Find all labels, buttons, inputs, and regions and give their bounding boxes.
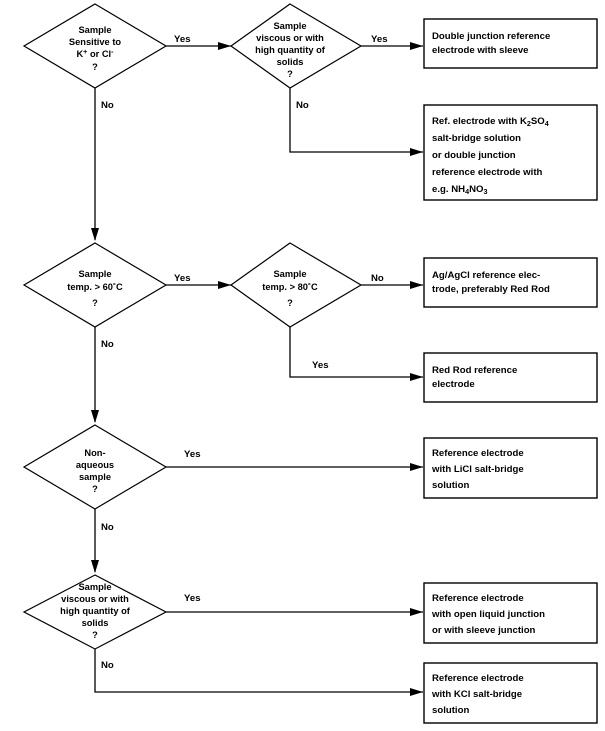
result-r7-line-1: Reference electrode <box>432 673 524 684</box>
result-r4-line-1: Red Rod reference <box>432 365 517 376</box>
decision-d1-line-4: ? <box>92 62 98 72</box>
decision-d5-line-1: Non- <box>84 448 105 458</box>
result-r7-line-3: solution <box>432 705 469 716</box>
decision-d4-line-1: Sample <box>273 269 306 279</box>
edge-label-d3-no: No <box>101 339 114 350</box>
decision-node-d6[interactable]: Sample viscous or with high quantity of … <box>22 574 168 650</box>
decision-d2-line-1: Sample <box>273 21 306 31</box>
decision-d2-line-2: viscous or with <box>256 33 324 43</box>
decision-d2-line-5: ? <box>287 69 293 79</box>
edge-d4-yes: Yes <box>289 327 423 381</box>
edge-label-d1-yes: Yes <box>174 34 191 45</box>
edge-d4-no: No <box>361 273 423 289</box>
decision-node-d1[interactable]: Sample Sensitive to K+ or Cl- ? <box>22 3 168 89</box>
result-r5-line-3: solution <box>432 480 469 491</box>
result-r6-line-1: Reference electrode <box>432 593 524 604</box>
edge-label-d1-no: No <box>101 100 114 111</box>
edge-label-d5-yes: Yes <box>184 449 201 460</box>
result-r3-line-2: trode, preferably Red Rod <box>432 284 550 295</box>
decision-d2-line-4: solids <box>277 57 304 67</box>
result-r2-line-5: e.g. NH4NO3 <box>432 184 487 196</box>
result-box-r6[interactable]: Reference electrode with open liquid jun… <box>423 582 598 644</box>
result-r1-line-2: electrode with sleeve <box>432 45 529 56</box>
result-r3-line-1: Ag/AgCl reference elec- <box>432 270 540 281</box>
edge-label-d3-yes: Yes <box>174 273 191 284</box>
result-r6-line-2: with open liquid junction <box>431 609 545 620</box>
result-r5-line-2: with LiCl salt-bridge <box>431 464 524 475</box>
decision-d1-line-1: Sample <box>78 25 111 35</box>
edge-d3-yes: Yes <box>166 273 231 289</box>
edge-label-d6-yes: Yes <box>184 593 201 604</box>
edge-d1-no: No <box>91 88 114 241</box>
result-r5-line-1: Reference electrode <box>432 448 524 459</box>
decision-d6-line-3: high quantity of <box>60 606 131 616</box>
result-r4-line-2: electrode <box>432 379 475 390</box>
decision-d1-line-3: K+ or Cl- <box>76 47 114 59</box>
edge-d2-yes: Yes <box>361 34 423 50</box>
edge-d6-yes: Yes <box>166 593 423 616</box>
decision-d4-line-2: temp. > 80˚C <box>262 282 318 292</box>
edge-d6-no: No <box>94 649 423 696</box>
edge-label-d6-no: No <box>101 660 114 671</box>
result-box-r2[interactable]: Ref. electrode with K2SO4 salt-bridge so… <box>423 104 598 201</box>
decision-d3-line-2: temp. > 60˚C <box>67 282 123 292</box>
edge-d5-yes: Yes <box>166 449 423 471</box>
decision-d3-line-1: Sample <box>78 269 111 279</box>
result-box-r3[interactable]: Ag/AgCl reference elec- trode, preferabl… <box>423 257 598 308</box>
edge-d1-yes: Yes <box>166 34 231 50</box>
decision-d3-line-3: ? <box>92 298 98 308</box>
decision-d4-line-3: ? <box>287 298 293 308</box>
edge-d5-no: No <box>91 509 114 573</box>
result-box-r5[interactable]: Reference electrode with LiCl salt-bridg… <box>423 437 598 499</box>
result-r2-line-4: reference electrode with <box>432 167 543 178</box>
decision-d6-line-2: viscous or with <box>61 594 129 604</box>
result-r6-line-3: or with sleeve junction <box>432 625 536 636</box>
edge-d3-no: No <box>91 327 114 423</box>
decision-node-d2[interactable]: Sample viscous or with high quantity of … <box>229 3 363 89</box>
decision-node-d3[interactable]: Sample temp. > 60˚C ? <box>22 242 168 328</box>
result-box-r4[interactable]: Red Rod reference electrode <box>423 352 598 403</box>
result-r2-line-1: Ref. electrode with K2SO4 <box>432 116 549 128</box>
decision-d5-line-3: sample <box>79 472 111 482</box>
result-box-r7[interactable]: Reference electrode with KCl salt-bridge… <box>423 662 598 724</box>
edge-label-d4-yes: Yes <box>312 360 329 371</box>
edge-label-d2-no: No <box>296 100 309 111</box>
result-r2-line-2: salt-bridge solution <box>432 133 521 144</box>
decision-d6-line-4: solids <box>82 618 109 628</box>
decision-d1-line-2: Sensitive to <box>69 37 122 47</box>
edge-label-d2-yes: Yes <box>371 34 388 45</box>
edge-label-d4-no: No <box>371 273 384 284</box>
result-r1-line-1: Double junction reference <box>432 31 550 42</box>
decision-d5-line-2: aqueous <box>76 460 114 470</box>
edge-d2-no: No <box>289 88 423 156</box>
decision-d2-line-3: high quantity of <box>255 45 326 55</box>
decision-node-d5[interactable]: Non- aqueous sample ? <box>22 424 168 510</box>
decision-d5-line-4: ? <box>92 484 98 494</box>
result-box-r1[interactable]: Double junction reference electrode with… <box>423 18 598 69</box>
decision-d6-line-5: ? <box>92 630 98 640</box>
result-r7-line-2: with KCl salt-bridge <box>431 689 522 700</box>
result-r2-line-3: or double junction <box>432 150 516 161</box>
decision-node-d4[interactable]: Sample temp. > 80˚C ? <box>229 242 363 328</box>
edge-label-d5-no: No <box>101 522 114 533</box>
decision-d6-line-1: Sample <box>78 582 111 592</box>
